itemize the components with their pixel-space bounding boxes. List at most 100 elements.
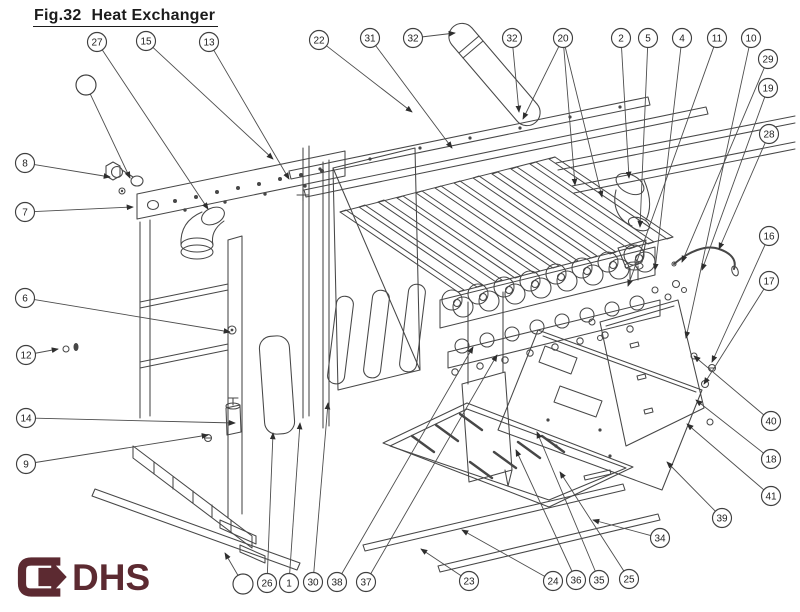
svg-text:38: 38 [331,578,343,589]
leader-line [152,47,274,160]
svg-text:39: 39 [716,514,728,525]
left-frame [91,219,301,571]
callout-34: 34 [649,527,671,549]
mounting-strip [136,150,346,220]
svg-text:31: 31 [364,34,376,45]
thermocouple-wire [671,246,739,277]
callout-17: 17 [758,270,780,292]
callout-11: 11 [706,27,728,49]
leader-line [313,402,331,573]
base-tray [382,402,634,508]
leader-line [34,164,111,179]
support-bracket [461,291,513,487]
callout-32: 32 [501,27,523,49]
heat-exchanger-drawing [62,22,796,573]
svg-text:32: 32 [506,34,518,45]
svg-text:18: 18 [765,455,777,466]
svg-text:5: 5 [645,34,651,45]
leader-line [701,96,766,271]
leader-line [326,45,413,113]
figure-label: Fig.32 [34,7,82,24]
svg-text:35: 35 [593,576,605,587]
side-baffle-panel [302,145,421,429]
svg-text:13: 13 [203,38,215,49]
dhs-logo-text: DHS [72,556,151,598]
leader-line [695,399,764,454]
callout-blank [75,74,97,96]
callout-27: 27 [86,31,108,53]
flue-pipe [448,22,541,127]
leader-line [536,431,596,572]
leader-line [266,432,276,574]
svg-text:36: 36 [570,576,582,587]
leader-line [461,529,545,577]
leader-line [592,518,651,536]
svg-text:1: 1 [286,579,292,590]
svg-text:2: 2 [618,34,624,45]
svg-text:12: 12 [20,351,32,362]
figure-name: Heat Exchanger [91,7,216,24]
leader-line [213,49,290,180]
svg-text:22: 22 [313,36,325,47]
leader-line [621,47,632,179]
leader-line [637,47,649,228]
callout-6: 6 [14,287,36,309]
svg-text:15: 15 [140,37,152,48]
leader-line [564,47,604,198]
leader-line [684,47,750,339]
callout-4: 4 [671,27,693,49]
leader-line [370,354,498,574]
leader-line [522,46,560,120]
svg-text:11: 11 [712,34,723,45]
leader-line [34,299,231,334]
leader-line [718,142,766,250]
callout-40: 40 [760,410,782,432]
svg-text:24: 24 [547,577,559,588]
callout-26: 26 [256,572,278,594]
callout-20: 20 [552,27,574,49]
leader-line [666,461,716,512]
svg-text:19: 19 [762,84,774,95]
venturi-tubes [327,283,426,385]
svg-text:16: 16 [763,232,775,243]
leader-line [224,552,239,576]
callout-16: 16 [758,225,780,247]
svg-text:27: 27 [91,38,103,49]
svg-text:4: 4 [679,34,685,45]
svg-text:26: 26 [261,579,273,590]
leader-line [686,423,765,491]
leader-line [420,548,462,577]
leader-line [627,46,715,287]
svg-text:34: 34 [654,534,666,545]
svg-text:28: 28 [763,130,775,141]
svg-text:37: 37 [360,578,372,589]
callout-29: 29 [757,48,779,70]
callout-36: 36 [565,569,587,591]
leader-line [652,47,682,271]
leader-line [563,47,578,186]
leader-line [515,449,573,572]
callout-8: 8 [14,152,36,174]
svg-text:8: 8 [22,159,28,170]
svg-text:6: 6 [22,294,28,305]
callout-30: 30 [302,571,324,593]
fin-stack [339,156,674,293]
svg-text:14: 14 [20,414,32,425]
leader-line [681,67,765,263]
leader-line [89,93,131,179]
callout-37: 37 [355,571,377,593]
callout-12: 12 [15,344,37,366]
svg-text:9: 9 [23,460,29,471]
drain-valve [203,397,242,443]
svg-text:17: 17 [763,277,775,288]
callout-38: 38 [326,571,348,593]
leader-line [512,47,522,113]
insulation-strip [258,335,296,435]
callout-15: 15 [135,30,157,52]
svg-text:40: 40 [765,417,777,428]
leader-line [559,471,625,572]
svg-text:30: 30 [307,578,319,589]
callout-5: 5 [637,27,659,49]
